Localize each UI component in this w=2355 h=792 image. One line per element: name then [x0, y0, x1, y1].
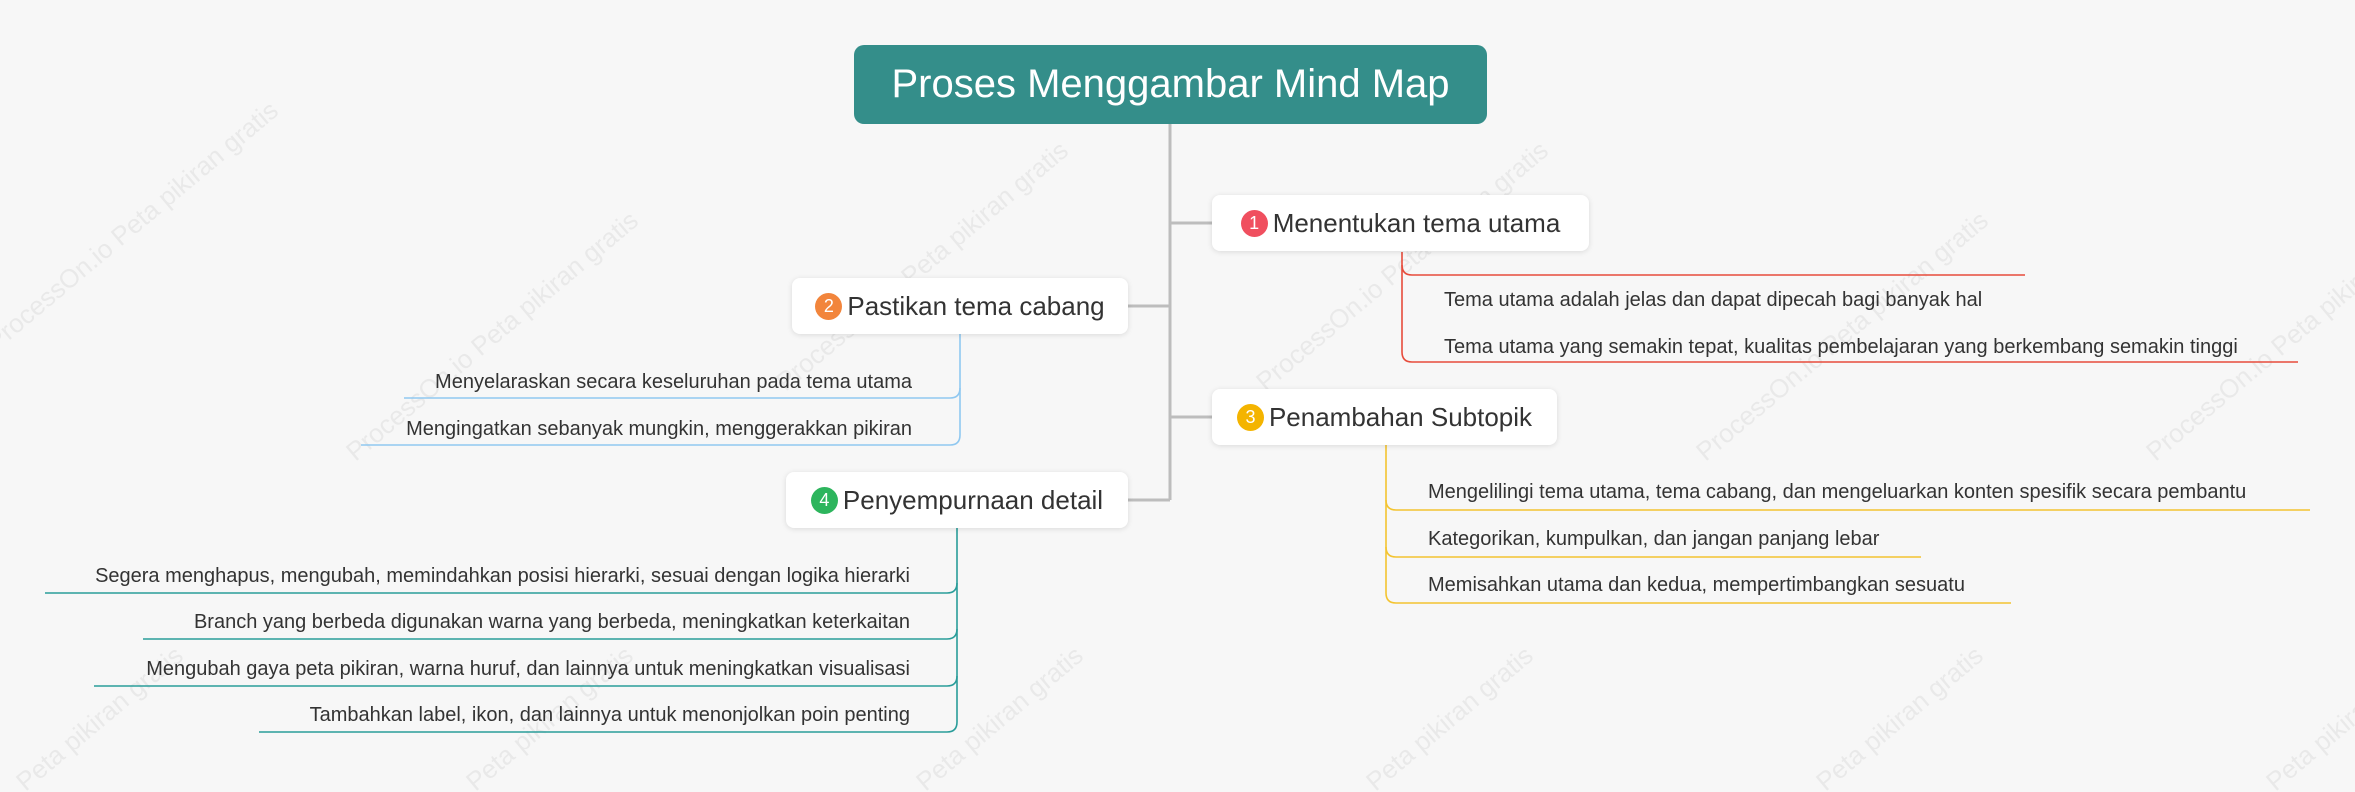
subtopic-1-2[interactable]: Tema utama yang semakin tepat, kualitas …: [1444, 336, 2238, 358]
number-badge-2: 2: [815, 292, 843, 320]
subtopic-2-2[interactable]: Mengingatkan sebanyak mungkin, menggerak…: [406, 418, 912, 440]
topic-label: Penambahan Subtopik: [1268, 401, 1533, 432]
sub-line: [1385, 547, 2011, 604]
main-topic-1[interactable]: 1 Menentukan tema utama: [1212, 195, 1589, 251]
topic-2-sub-lines: [361, 334, 961, 446]
subtopic-4-2[interactable]: Branch yang berbeda digunakan warna yang…: [193, 611, 910, 633]
topic-4-sub-lines: [45, 528, 958, 733]
subtopic-3-1[interactable]: Mengelilingi tema utama, tema cabang, da…: [1428, 481, 2247, 503]
number-badge-3: 3: [1236, 403, 1264, 431]
subtopic-4-4[interactable]: Tambahkan label, ikon, dan lainnya untuk…: [309, 704, 910, 726]
sub-line: [361, 388, 961, 446]
root-connectors: [1128, 124, 1212, 502]
main-topic-3[interactable]: 3 Penambahan Subtopik: [1212, 389, 1557, 445]
sub-line: [1401, 265, 2298, 363]
subtopic-3-2[interactable]: Kategorikan, kumpulkan, dan jangan panja…: [1428, 528, 1880, 550]
sub-line: [259, 676, 958, 733]
topic-3-sub-lines: [1385, 445, 2310, 604]
subtopic-4-3[interactable]: Mengubah gaya peta pikiran, warna huruf,…: [146, 658, 910, 680]
main-topic-4[interactable]: 4 Penyempurnaan detail: [786, 472, 1128, 528]
number-badge-1: 1: [1240, 209, 1268, 237]
sub-line: [1401, 252, 2025, 276]
number-badge-4: 4: [810, 486, 838, 514]
subtopic-1-1[interactable]: Tema utama adalah jelas dan dapat dipeca…: [1444, 289, 1983, 311]
subtopic-2-1[interactable]: Menyelaraskan secara keseluruhan pada te…: [435, 371, 912, 393]
root-topic[interactable]: Proses Menggambar Mind Map: [854, 45, 1487, 124]
topic-label: Penyempurnaan detail: [842, 484, 1104, 515]
topic-label: Pastikan tema cabang: [847, 290, 1105, 321]
topic-1-sub-lines: [1401, 252, 2298, 363]
main-topic-2[interactable]: 2 Pastikan tema cabang: [792, 278, 1128, 334]
subtopic-4-1[interactable]: Segera menghapus, mengubah, memindahkan …: [95, 565, 910, 587]
subtopic-3-3[interactable]: Memisahkan utama dan kedua, mempertimban…: [1428, 574, 1965, 596]
topic-label: Menentukan tema utama: [1272, 207, 1561, 238]
